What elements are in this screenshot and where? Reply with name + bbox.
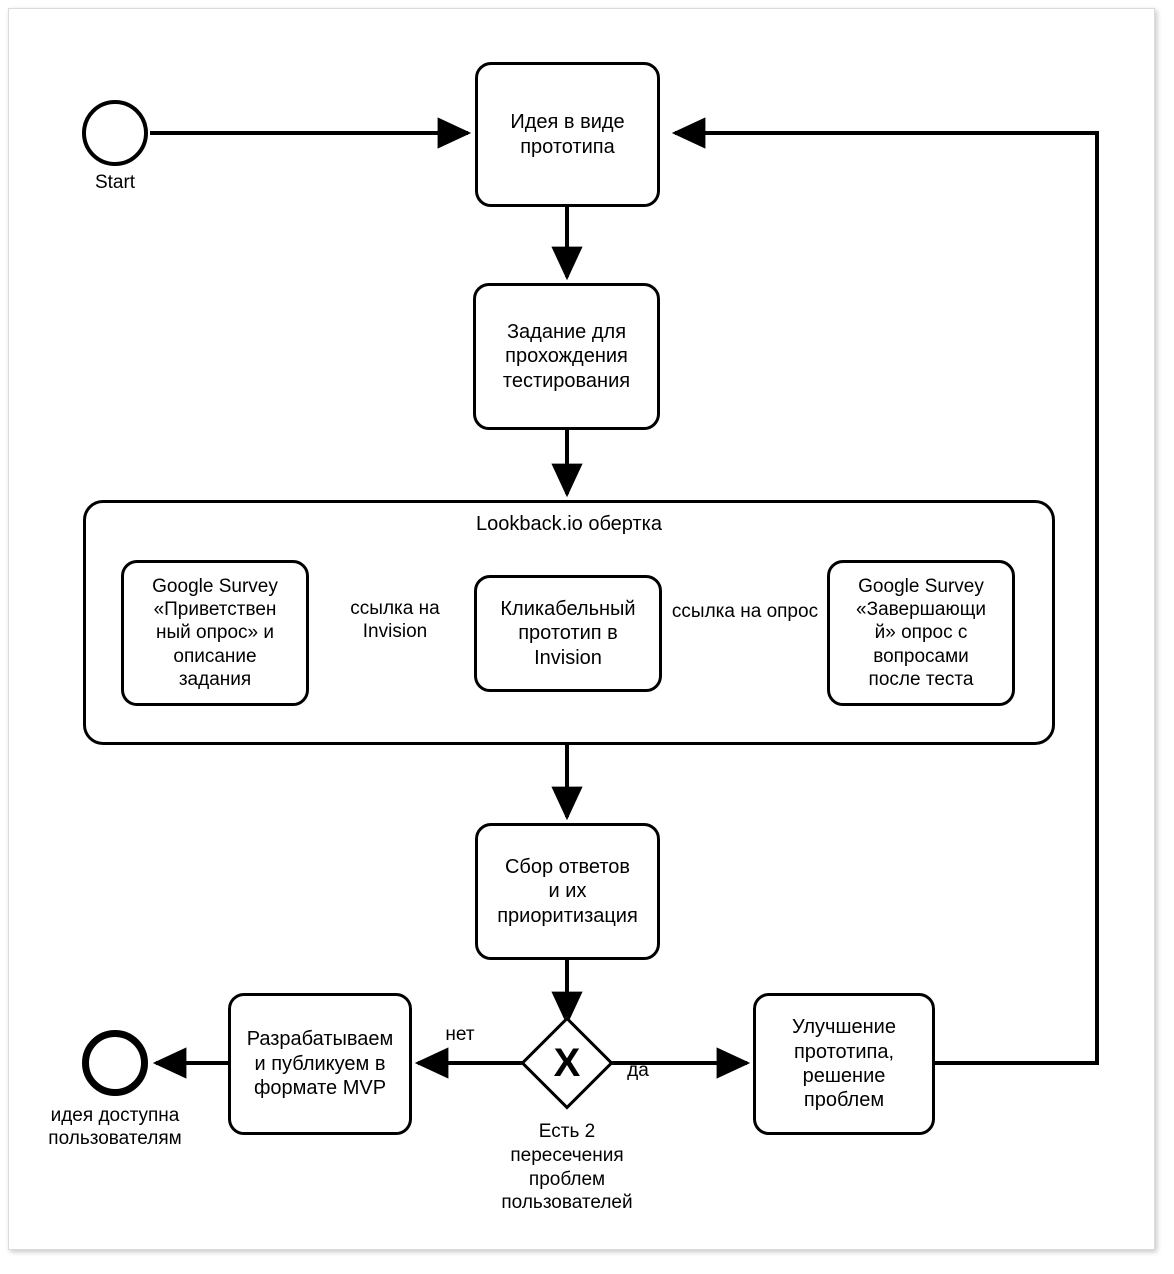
node-improve-prototype-label: Улучшение прототипа, решение проблем	[792, 1016, 896, 1112]
start-event-label: Start	[94, 172, 136, 193]
node-idea-prototype-label: Идея в виде прототипа	[510, 111, 625, 158]
node-collect-answers-label: Сбор ответов и их приоритизация	[497, 855, 638, 927]
gateway-label: Есть 2 пересечения проблем пользователей	[501, 1121, 633, 1214]
node-collect-answers[interactable]: Сбор ответов и их приоритизация	[475, 823, 660, 960]
node-clickable-prototype[interactable]: Кликабельный прототип в Invision	[474, 575, 662, 692]
end-event[interactable]	[82, 1030, 148, 1096]
edge-label-link-to-invision: ссылка на Invision	[350, 598, 440, 642]
node-improve-prototype[interactable]: Улучшение прототипа, решение проблем	[753, 993, 935, 1135]
start-event[interactable]	[82, 100, 148, 166]
gateway-x-icon: X	[553, 1041, 581, 1085]
end-event-label: идея доступна пользователям	[48, 1105, 182, 1149]
node-testing-task[interactable]: Задание для прохождения тестирования	[473, 283, 660, 430]
lookback-subprocess-title: Lookback.io обертка	[476, 513, 662, 535]
node-idea-prototype[interactable]: Идея в виде прототипа	[475, 62, 660, 207]
node-welcome-survey[interactable]: Google Survey «Приветствен ный опрос» и …	[121, 560, 309, 706]
node-mvp[interactable]: Разрабатываем и публикуем в формате MVP	[228, 993, 412, 1135]
gateway-no-label: нет	[445, 1024, 475, 1045]
node-mvp-label: Разрабатываем и публикуем в формате MVP	[246, 1028, 394, 1100]
node-testing-task-label: Задание для прохождения тестирования	[502, 320, 631, 392]
edge-label-link-to-survey: ссылка на опрос	[671, 601, 819, 622]
node-clickable-prototype-label: Кликабельный прототип в Invision	[500, 597, 636, 669]
node-final-survey[interactable]: Google Survey «Завершающи й» опрос с воп…	[827, 560, 1015, 706]
node-final-survey-label: Google Survey «Завершающи й» опрос с воп…	[856, 576, 986, 690]
gateway-yes-label: да	[627, 1060, 649, 1081]
node-welcome-survey-label: Google Survey «Приветствен ный опрос» и …	[152, 576, 278, 690]
